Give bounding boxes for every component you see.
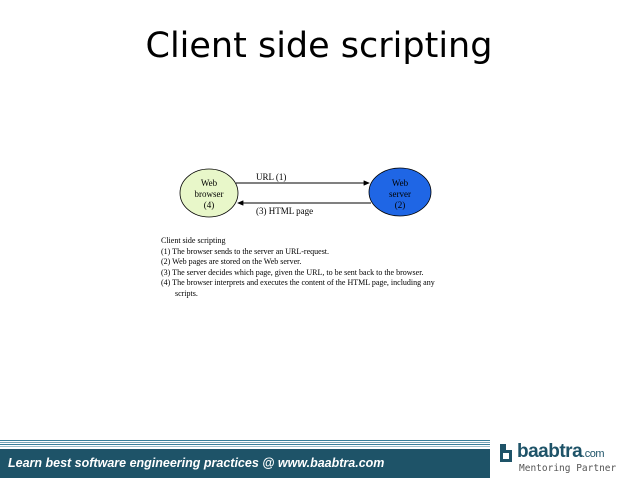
web-server-node xyxy=(368,167,432,217)
client-node-line-1: Web xyxy=(201,178,218,188)
note-item-4: (4) The browser interprets and executes … xyxy=(161,278,435,288)
footer: Learn best software engineering practice… xyxy=(0,440,638,478)
response-label: (3) HTML page xyxy=(256,206,313,216)
footer-tagline: Learn best software engineering practice… xyxy=(8,456,385,470)
baabtra-logo-icon xyxy=(500,444,512,462)
diagram-notes: Client side scripting (1) The browser se… xyxy=(161,236,491,300)
note-item-4-continuation: scripts. xyxy=(175,288,198,298)
footer-bar: Learn best software engineering practice… xyxy=(0,449,490,478)
slide-title: Client side scripting xyxy=(145,26,493,66)
request-label: URL (1) xyxy=(256,172,286,182)
client-node-line-2: browser xyxy=(195,189,224,199)
note-item-1: (1) The browser sends to the server an U… xyxy=(161,246,330,256)
web-browser-node xyxy=(179,168,239,218)
note-item-2: (2) Web pages are stored on the Web serv… xyxy=(161,257,302,267)
logo-tagline: Mentoring Partner xyxy=(519,463,617,474)
server-node-line-2: server xyxy=(389,189,411,199)
note-item-3: (3) The server decides which page, given… xyxy=(161,267,424,277)
notes-heading: Client side scripting xyxy=(161,236,226,245)
footer-stripes xyxy=(0,440,638,449)
client-server-diagram: Web browser (4) Web server (2) URL (1) (… xyxy=(179,167,432,218)
client-node-line-3: (4) xyxy=(204,200,215,210)
logo-brand: baabtra.com xyxy=(517,441,604,462)
server-node-line-3: (2) xyxy=(395,200,406,210)
server-node-line-1: Web xyxy=(392,178,409,188)
baabtra-logo: baabtra.com Mentoring Partner xyxy=(497,440,638,478)
